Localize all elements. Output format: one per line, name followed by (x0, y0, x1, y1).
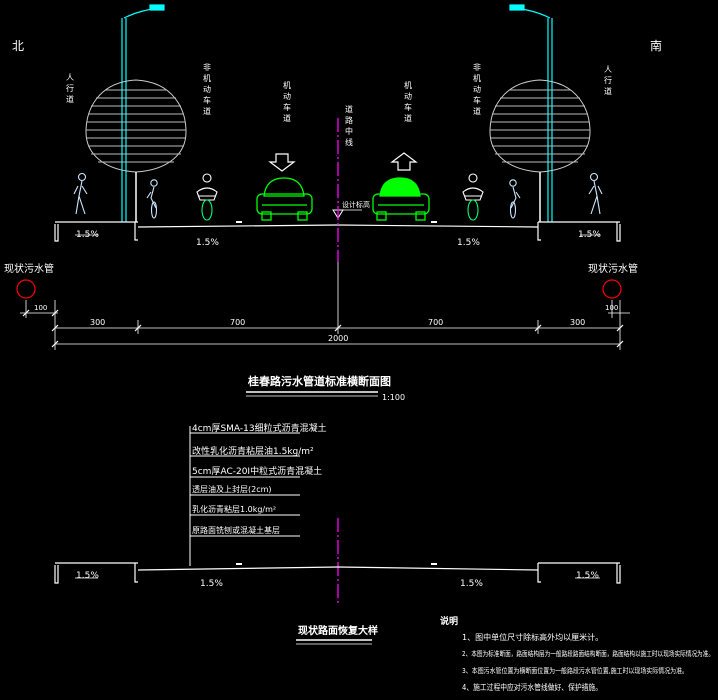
layer-5: 乳化沥青粘层1.0kg/m² (192, 504, 276, 514)
pipe-right-label: 现状污水管 (588, 262, 638, 275)
bottom-road-profile (54, 562, 621, 584)
note-4: 4、施工过程中应对污水管线做好、保护措施。 (462, 682, 602, 692)
car-left-icon (256, 177, 313, 221)
label-motor-left: 机动车道 (283, 80, 291, 123)
layer-4: 透层油及上封层(2cm) (192, 484, 272, 494)
slope-top-left-road: 1.5% (196, 238, 219, 248)
slope-bottom-left-walk: 1.5% (76, 571, 99, 581)
south-label: 南 (650, 38, 662, 53)
note-3: 3、本图污水管位置为横断面位置为一般路段污水管位置,施工时以现场实际情况为准。 (462, 666, 688, 675)
layer-6: 原路面铣刨或混凝土基层 (192, 525, 280, 535)
bottom-curb-mark-left (236, 563, 242, 565)
design-elevation-label: 设计标高 (342, 200, 370, 209)
pedestrian-right-icon (588, 172, 603, 215)
dim-300-right: 300 (570, 318, 585, 327)
bottom-curb-mark-right (431, 563, 437, 565)
tree-right-icon (489, 79, 591, 222)
arrow-up-icon (390, 152, 418, 171)
layer-3: 5cm厚AC-20I中粒式沥青混凝土 (192, 465, 322, 477)
pipe-left-label: 现状污水管 (4, 262, 54, 275)
label-nonmotor-right: 非机动车道 (473, 62, 481, 116)
dim-300-left: 300 (90, 318, 105, 327)
street-lamp-left-icon (121, 4, 165, 222)
dimension-ticks (22, 309, 624, 348)
street-lamp-right-icon (509, 4, 553, 222)
cyclist-right-icon (509, 179, 521, 219)
slope-top-left-walk: 1.5% (76, 230, 99, 240)
cyclist-left-icon (146, 179, 158, 219)
dim-700-right: 700 (428, 318, 443, 327)
dim-100-left: 100 (34, 304, 47, 312)
arrow-down-icon (268, 153, 296, 172)
curb-mark-right (431, 221, 437, 223)
sewer-pipe-left-icon (16, 279, 36, 299)
label-nonmotor-left: 非机动车道 (203, 62, 211, 116)
label-motor-right: 机动车道 (404, 80, 412, 123)
slope-bottom-right-road: 1.5% (460, 579, 483, 589)
motorcyclist-right-icon (462, 173, 484, 221)
tree-left-icon (85, 79, 187, 222)
motorcyclist-left-icon (196, 173, 218, 221)
note-1: 1、图中单位尺寸除标高外均以厘米计。 (462, 632, 603, 642)
section-title: 桂春路污水管道标准横断面图 (247, 374, 391, 388)
dim-100-right: 100 (605, 304, 618, 312)
slope-top-right-road: 1.5% (457, 238, 480, 248)
curb-mark-left (236, 221, 242, 223)
label-sidewalk-left: 人行道 (66, 73, 74, 104)
layer-1: 4cm厚SMA-13细粒式沥青混凝土 (192, 422, 327, 434)
north-label: 北 (12, 39, 24, 53)
layer-2: 改性乳化沥青粘层油1.5kg/m² (192, 445, 314, 457)
slope-top-right-walk: 1.5% (578, 230, 601, 240)
slope-bottom-right-walk: 1.5% (576, 571, 599, 581)
car-right-icon (372, 177, 430, 221)
top-road-profile (54, 221, 621, 242)
section-scale: 1:100 (382, 393, 405, 402)
bottom-section-title: 现状路面恢复大样 (298, 624, 378, 637)
slope-bottom-left-road: 1.5% (200, 579, 223, 589)
label-center-line: 道路中线 (345, 104, 353, 147)
note-2: 2、本图为标准断面，路面结构层为一般路段路面结构断面，路面结构以施工时以现场实际… (462, 649, 714, 658)
dim-total: 2000 (328, 334, 348, 343)
sewer-pipe-right-icon (602, 279, 622, 299)
dim-700-left: 700 (230, 318, 245, 327)
dimension-lines (20, 262, 630, 350)
pedestrian-left-icon (73, 172, 88, 215)
label-sidewalk-right: 人行道 (604, 65, 612, 96)
pavement-layer-callout (189, 426, 300, 566)
notes-heading: 说明 (440, 615, 458, 627)
